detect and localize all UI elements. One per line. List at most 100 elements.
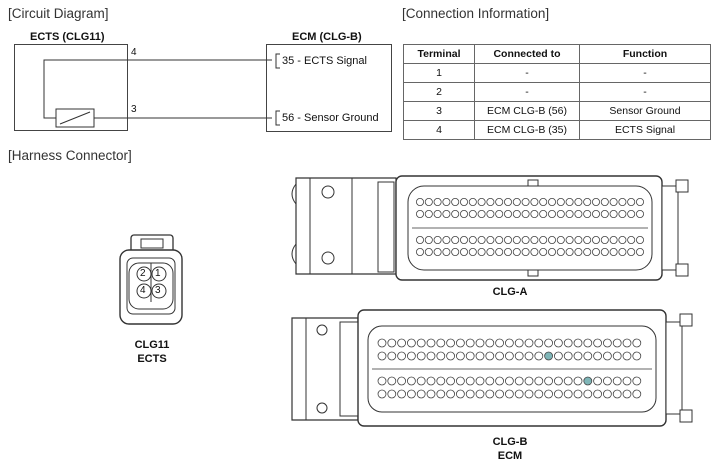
connector-pin xyxy=(554,389,563,399)
connector-pin xyxy=(556,247,565,256)
header-function: Function xyxy=(579,44,711,64)
connector-pin xyxy=(387,351,397,361)
connector-pin xyxy=(574,209,583,218)
connector-pin xyxy=(451,197,460,206)
connector-pin xyxy=(504,351,514,361)
connector-pin xyxy=(563,389,573,399)
connector-pin xyxy=(495,389,505,399)
connector-pin xyxy=(622,376,632,386)
connector-pin xyxy=(544,389,553,399)
connector-pin xyxy=(459,235,468,244)
connector-pin xyxy=(465,389,475,399)
clg-b-cover-bolt xyxy=(316,324,328,336)
clg-b-clip-2 xyxy=(679,409,693,423)
pin-4-label: 4 xyxy=(131,47,137,58)
connector-pin xyxy=(565,247,574,256)
connector-pin xyxy=(397,351,407,361)
connector-pin xyxy=(406,389,416,399)
circuit-diagram-title: [Circuit Diagram] xyxy=(8,6,109,21)
connector-pin xyxy=(514,376,524,386)
connection-table: Terminal Connected to Function 1 - - 2 -… xyxy=(403,44,711,140)
connector-pin xyxy=(415,209,424,218)
connector-pin xyxy=(530,209,539,218)
connector-pin xyxy=(612,376,622,386)
connector-pin xyxy=(636,209,645,218)
connector-pin xyxy=(446,338,456,348)
connector-pin xyxy=(600,197,609,206)
connection-info-title: [Connection Information] xyxy=(402,6,550,21)
clg-b-cover-bolt-2 xyxy=(316,402,328,414)
connector-pin xyxy=(503,209,512,218)
table-row: 1 - - xyxy=(403,63,711,83)
ects-pin-2-label: 2 xyxy=(140,268,146,279)
connector-pin xyxy=(554,338,563,348)
connector-pin xyxy=(612,389,622,399)
connector-pin xyxy=(504,389,514,399)
connector-pin xyxy=(504,376,514,386)
connector-pin xyxy=(433,235,442,244)
connector-pin xyxy=(583,197,592,206)
connector-pin xyxy=(436,389,446,399)
clg-b-latch xyxy=(665,321,683,415)
connector-pin xyxy=(512,209,521,218)
ects-pin-4-label: 4 xyxy=(140,285,146,296)
connector-pin xyxy=(565,197,574,206)
connector-pin xyxy=(475,376,485,386)
connector-pin xyxy=(424,209,433,218)
connector-pin xyxy=(539,197,548,206)
connector-pin xyxy=(554,351,563,361)
connector-pin xyxy=(442,209,451,218)
connector-pin xyxy=(636,235,645,244)
connector-pin xyxy=(514,338,524,348)
ects-caption-1: CLG11 xyxy=(134,339,170,351)
connector-pin xyxy=(477,209,486,218)
connector-pin xyxy=(563,338,573,348)
clg-a-caption: CLG-A xyxy=(492,286,528,298)
connector-pin xyxy=(426,351,436,361)
connector-pin xyxy=(622,338,632,348)
clg-a-cover-bolt xyxy=(321,185,335,199)
connector-pin xyxy=(397,338,407,348)
connector-pin xyxy=(446,351,456,361)
table-row: 3 ECM CLG-B (56) Sensor Ground xyxy=(403,101,711,121)
connector-pin xyxy=(534,351,544,361)
connector-pin xyxy=(465,338,475,348)
connector-pin xyxy=(377,338,387,348)
connector-pin xyxy=(609,209,618,218)
connector-pin xyxy=(387,338,397,348)
connector-pin xyxy=(504,338,514,348)
connector-pin xyxy=(573,338,583,348)
connector-pin xyxy=(514,389,524,399)
connector-pin xyxy=(377,351,387,361)
connector-pin xyxy=(539,247,548,256)
connector-pin xyxy=(468,209,477,218)
connector-pin xyxy=(377,389,387,399)
connector-pin xyxy=(459,197,468,206)
clg-a-latch xyxy=(661,185,679,271)
connector-pin xyxy=(592,247,601,256)
connector-pin xyxy=(583,235,592,244)
ects-pin-3-label: 3 xyxy=(155,285,161,296)
connector-pin xyxy=(612,338,622,348)
connector-pin xyxy=(574,235,583,244)
connector-pin xyxy=(406,376,416,386)
connector-pin xyxy=(436,338,446,348)
connector-pin xyxy=(465,376,475,386)
connector-pin xyxy=(600,235,609,244)
connector-pin xyxy=(512,235,521,244)
connector-pin xyxy=(544,338,553,348)
connector-pin xyxy=(451,209,460,218)
connector-pin xyxy=(495,376,505,386)
connector-pin xyxy=(565,235,574,244)
connector-pin xyxy=(632,338,642,348)
clg-a-clip xyxy=(675,179,689,193)
ects-caption-2: ECTS xyxy=(137,353,167,365)
connector-pin xyxy=(477,197,486,206)
connector-pin xyxy=(600,247,609,256)
connector-pin xyxy=(524,389,534,399)
connector-pin xyxy=(548,235,557,244)
cell-function: Sensor Ground xyxy=(579,101,711,121)
clg-b-caption-2: ECM xyxy=(497,450,523,462)
connector-pin xyxy=(446,389,456,399)
clg-a-key-2 xyxy=(527,269,539,277)
